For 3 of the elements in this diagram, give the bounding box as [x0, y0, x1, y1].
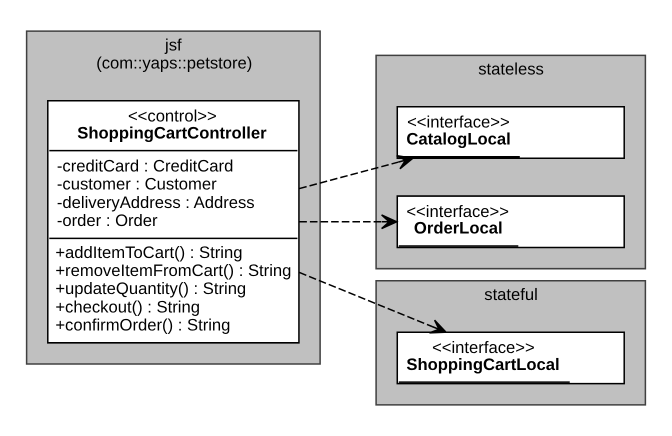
arrow: [299, 272, 447, 334]
arrow: [299, 214, 398, 230]
arrow: [299, 154, 414, 190]
